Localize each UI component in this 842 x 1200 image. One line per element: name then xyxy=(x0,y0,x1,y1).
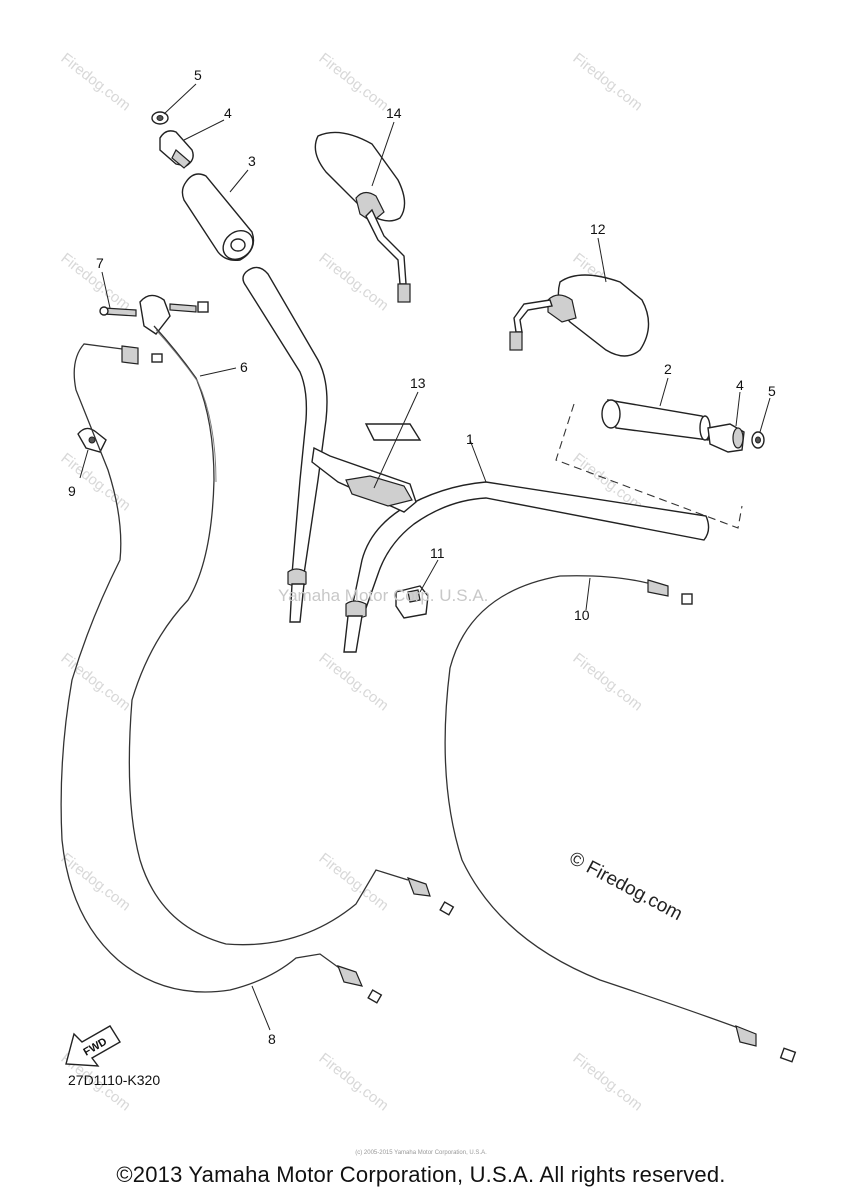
callout-7: 7 xyxy=(96,255,104,271)
end-weight-left xyxy=(159,130,194,169)
throttle-cables xyxy=(60,325,455,1004)
end-weight-right xyxy=(707,423,745,453)
watermark-text: Firedog.com xyxy=(570,1050,646,1115)
grip-left xyxy=(181,173,255,262)
watermark-text: Firedog.com xyxy=(570,50,646,115)
clutch-cable xyxy=(444,575,797,1063)
mirror-right xyxy=(509,274,650,357)
copyright-notice: ©2013 Yamaha Motor Corporation, U.S.A. A… xyxy=(116,1162,726,1187)
callout-12: 12 xyxy=(590,221,606,237)
watermark-text: Firedog.com xyxy=(58,850,134,915)
callout-labels: 5 4 3 14 12 7 6 2 4 5 13 1 9 11 10 8 xyxy=(68,67,776,1047)
callout-8: 8 xyxy=(268,1031,276,1047)
callout-14: 13 xyxy=(410,375,426,391)
fwd-arrow-icon: FWD xyxy=(65,1025,121,1067)
callout-5-right: 5 xyxy=(768,383,776,399)
callout-4-right: 4 xyxy=(736,377,744,393)
cable-clamp xyxy=(77,427,107,453)
handlebar xyxy=(242,266,710,653)
watermark-text: Firedog.com xyxy=(316,250,392,315)
watermark-text: Firedog.com xyxy=(58,50,134,115)
callout-1: 1 xyxy=(466,431,474,447)
center-watermark: Yamaha Motor Corp. U.S.A. xyxy=(278,586,489,605)
firedog-watermark: © Firedog.com xyxy=(566,848,686,925)
callout-6: 6 xyxy=(240,359,248,375)
grip-right xyxy=(601,399,711,441)
throttle-fitting xyxy=(99,294,209,335)
watermark-text: Firedog.com xyxy=(316,50,392,115)
callout-11: 11 xyxy=(430,545,445,561)
label-plate xyxy=(364,423,422,441)
diagram-code: 27D1110-K320 xyxy=(68,1072,161,1088)
callout-4-left: 4 xyxy=(224,105,232,121)
grip-position-outline xyxy=(555,403,743,529)
callout-10: 10 xyxy=(574,607,590,623)
watermark-text: Firedog.com xyxy=(58,650,134,715)
callout-3: 3 xyxy=(248,153,256,169)
leader-lines xyxy=(79,83,771,1031)
end-nut-right xyxy=(751,431,765,449)
switch-unit xyxy=(395,585,429,619)
callout-13: 14 xyxy=(386,105,402,121)
callout-5-left: 5 xyxy=(194,67,202,83)
tiny-copyright-note: (c) 2005-2015 Yamaha Motor Corporation, … xyxy=(355,1150,487,1156)
callout-9: 9 xyxy=(68,483,76,499)
mirror-left xyxy=(314,131,411,303)
watermark-text: Firedog.com xyxy=(570,650,646,715)
watermark-text: Firedog.com xyxy=(316,650,392,715)
watermark-text: Firedog.com xyxy=(316,850,392,915)
callout-2: 2 xyxy=(664,361,672,377)
watermark-text: Firedog.com xyxy=(316,1050,392,1115)
watermark-layer: Firedog.com Firedog.com Firedog.com Fire… xyxy=(58,50,646,1115)
end-nut-left xyxy=(151,111,169,125)
